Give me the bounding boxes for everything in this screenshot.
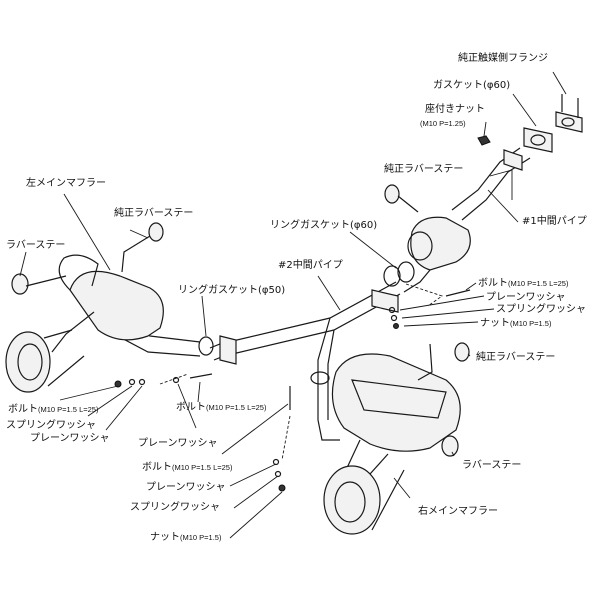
center-resonator	[403, 216, 471, 293]
hardware-left	[114, 373, 213, 388]
pipe1-part	[451, 147, 531, 221]
label-spring-washer-lower: スプリングワッシャ	[130, 502, 220, 513]
label-ring-gasket-phi60: リングガスケット(φ60)	[270, 220, 378, 231]
label-plain-washer-center: プレーンワッシャ	[138, 438, 218, 449]
bolt-lower-spec: (M10 P=1.5 L=25)	[172, 463, 233, 472]
ring-gasket-60-part	[383, 261, 415, 287]
label-seat-nut-spec: (M10 P=1.25)	[420, 119, 466, 128]
label-oem-rubber-stay-upper: 純正ラバーステー	[384, 164, 464, 175]
label-plain-washer-lower: プレーンワッシャ	[146, 482, 226, 493]
label-oem-rubber-stay-left: 純正ラバーステー	[114, 208, 194, 219]
label-rubber-stay-left: ラバーステー	[6, 240, 66, 251]
bolt-lower-text: ボルト	[142, 462, 172, 473]
label-bolt-center: ボルト(M10 P=1.5 L=25)	[176, 402, 266, 414]
bolt-right-spec: (M10 P=1.5 L=25)	[508, 279, 569, 288]
nut-right-spec: (M10 P=1.5)	[510, 319, 552, 328]
label-spring-washer-right: スプリングワッシャ	[496, 304, 586, 315]
nut-lower-text: ナット	[150, 532, 180, 543]
pipe2-part	[209, 281, 401, 420]
gasket-part	[523, 127, 553, 153]
label-ring-gasket-phi50: リングガスケット(φ50)	[178, 285, 286, 296]
label-right-main-muffler: 右メインマフラー	[418, 506, 498, 517]
label-seat-nut: 座付きナット	[425, 104, 485, 115]
bolt-center-text: ボルト	[176, 402, 206, 413]
label-gasket-phi60: ガスケット(φ60)	[433, 80, 511, 91]
rubber-stay-right-part	[441, 435, 459, 457]
bolt-left-spec: (M10 P=1.5 L=25)	[38, 405, 99, 414]
label-plain-washer-left: プレーンワッシャ	[30, 433, 110, 444]
oem-cat-flange	[555, 94, 583, 133]
right-main-muffler-part	[317, 353, 461, 535]
label-left-main-muffler: 左メインマフラー	[26, 178, 106, 189]
label-pipe1: #1中間パイプ	[522, 216, 587, 227]
nut-right-text: ナット	[480, 318, 510, 329]
label-oem-rubber-stay-right: 純正ラバーステー	[476, 352, 556, 363]
label-plain-washer-right: プレーンワッシャ	[486, 292, 566, 303]
seat-nut-part	[477, 135, 491, 146]
hardware-right	[388, 289, 471, 329]
label-spring-washer-left: スプリングワッシャ	[6, 420, 96, 431]
label-bolt-right: ボルト(M10 P=1.5 L=25)	[478, 278, 568, 290]
rubber-stay-upper	[384, 184, 419, 213]
ring-gasket-50-part	[198, 336, 214, 356]
label-bolt-left: ボルト(M10 P=1.5 L=25)	[8, 404, 98, 416]
label-bolt-lower: ボルト(M10 P=1.5 L=25)	[142, 462, 232, 474]
label-pipe2: #2中間パイプ	[278, 260, 343, 271]
label-nut-lower: ナット(M10 P=1.5)	[150, 532, 221, 544]
nut-lower-spec: (M10 P=1.5)	[180, 533, 222, 542]
left-main-muffler-part	[5, 254, 201, 393]
bolt-left-text: ボルト	[8, 404, 38, 415]
label-oem-cat-flange: 純正触媒側フランジ	[458, 53, 548, 64]
bolt-center-spec: (M10 P=1.5 L=25)	[206, 403, 267, 412]
label-rubber-stay-right: ラバーステー	[462, 460, 522, 471]
rubber-stay-left-part	[11, 273, 67, 295]
hardware-lower	[272, 371, 330, 492]
oem-rubber-stay-left-part	[121, 222, 164, 273]
label-nut-right: ナット(M10 P=1.5)	[480, 318, 551, 330]
bolt-right-text: ボルト	[478, 278, 508, 289]
oem-rubber-stay-right-part	[417, 342, 470, 381]
